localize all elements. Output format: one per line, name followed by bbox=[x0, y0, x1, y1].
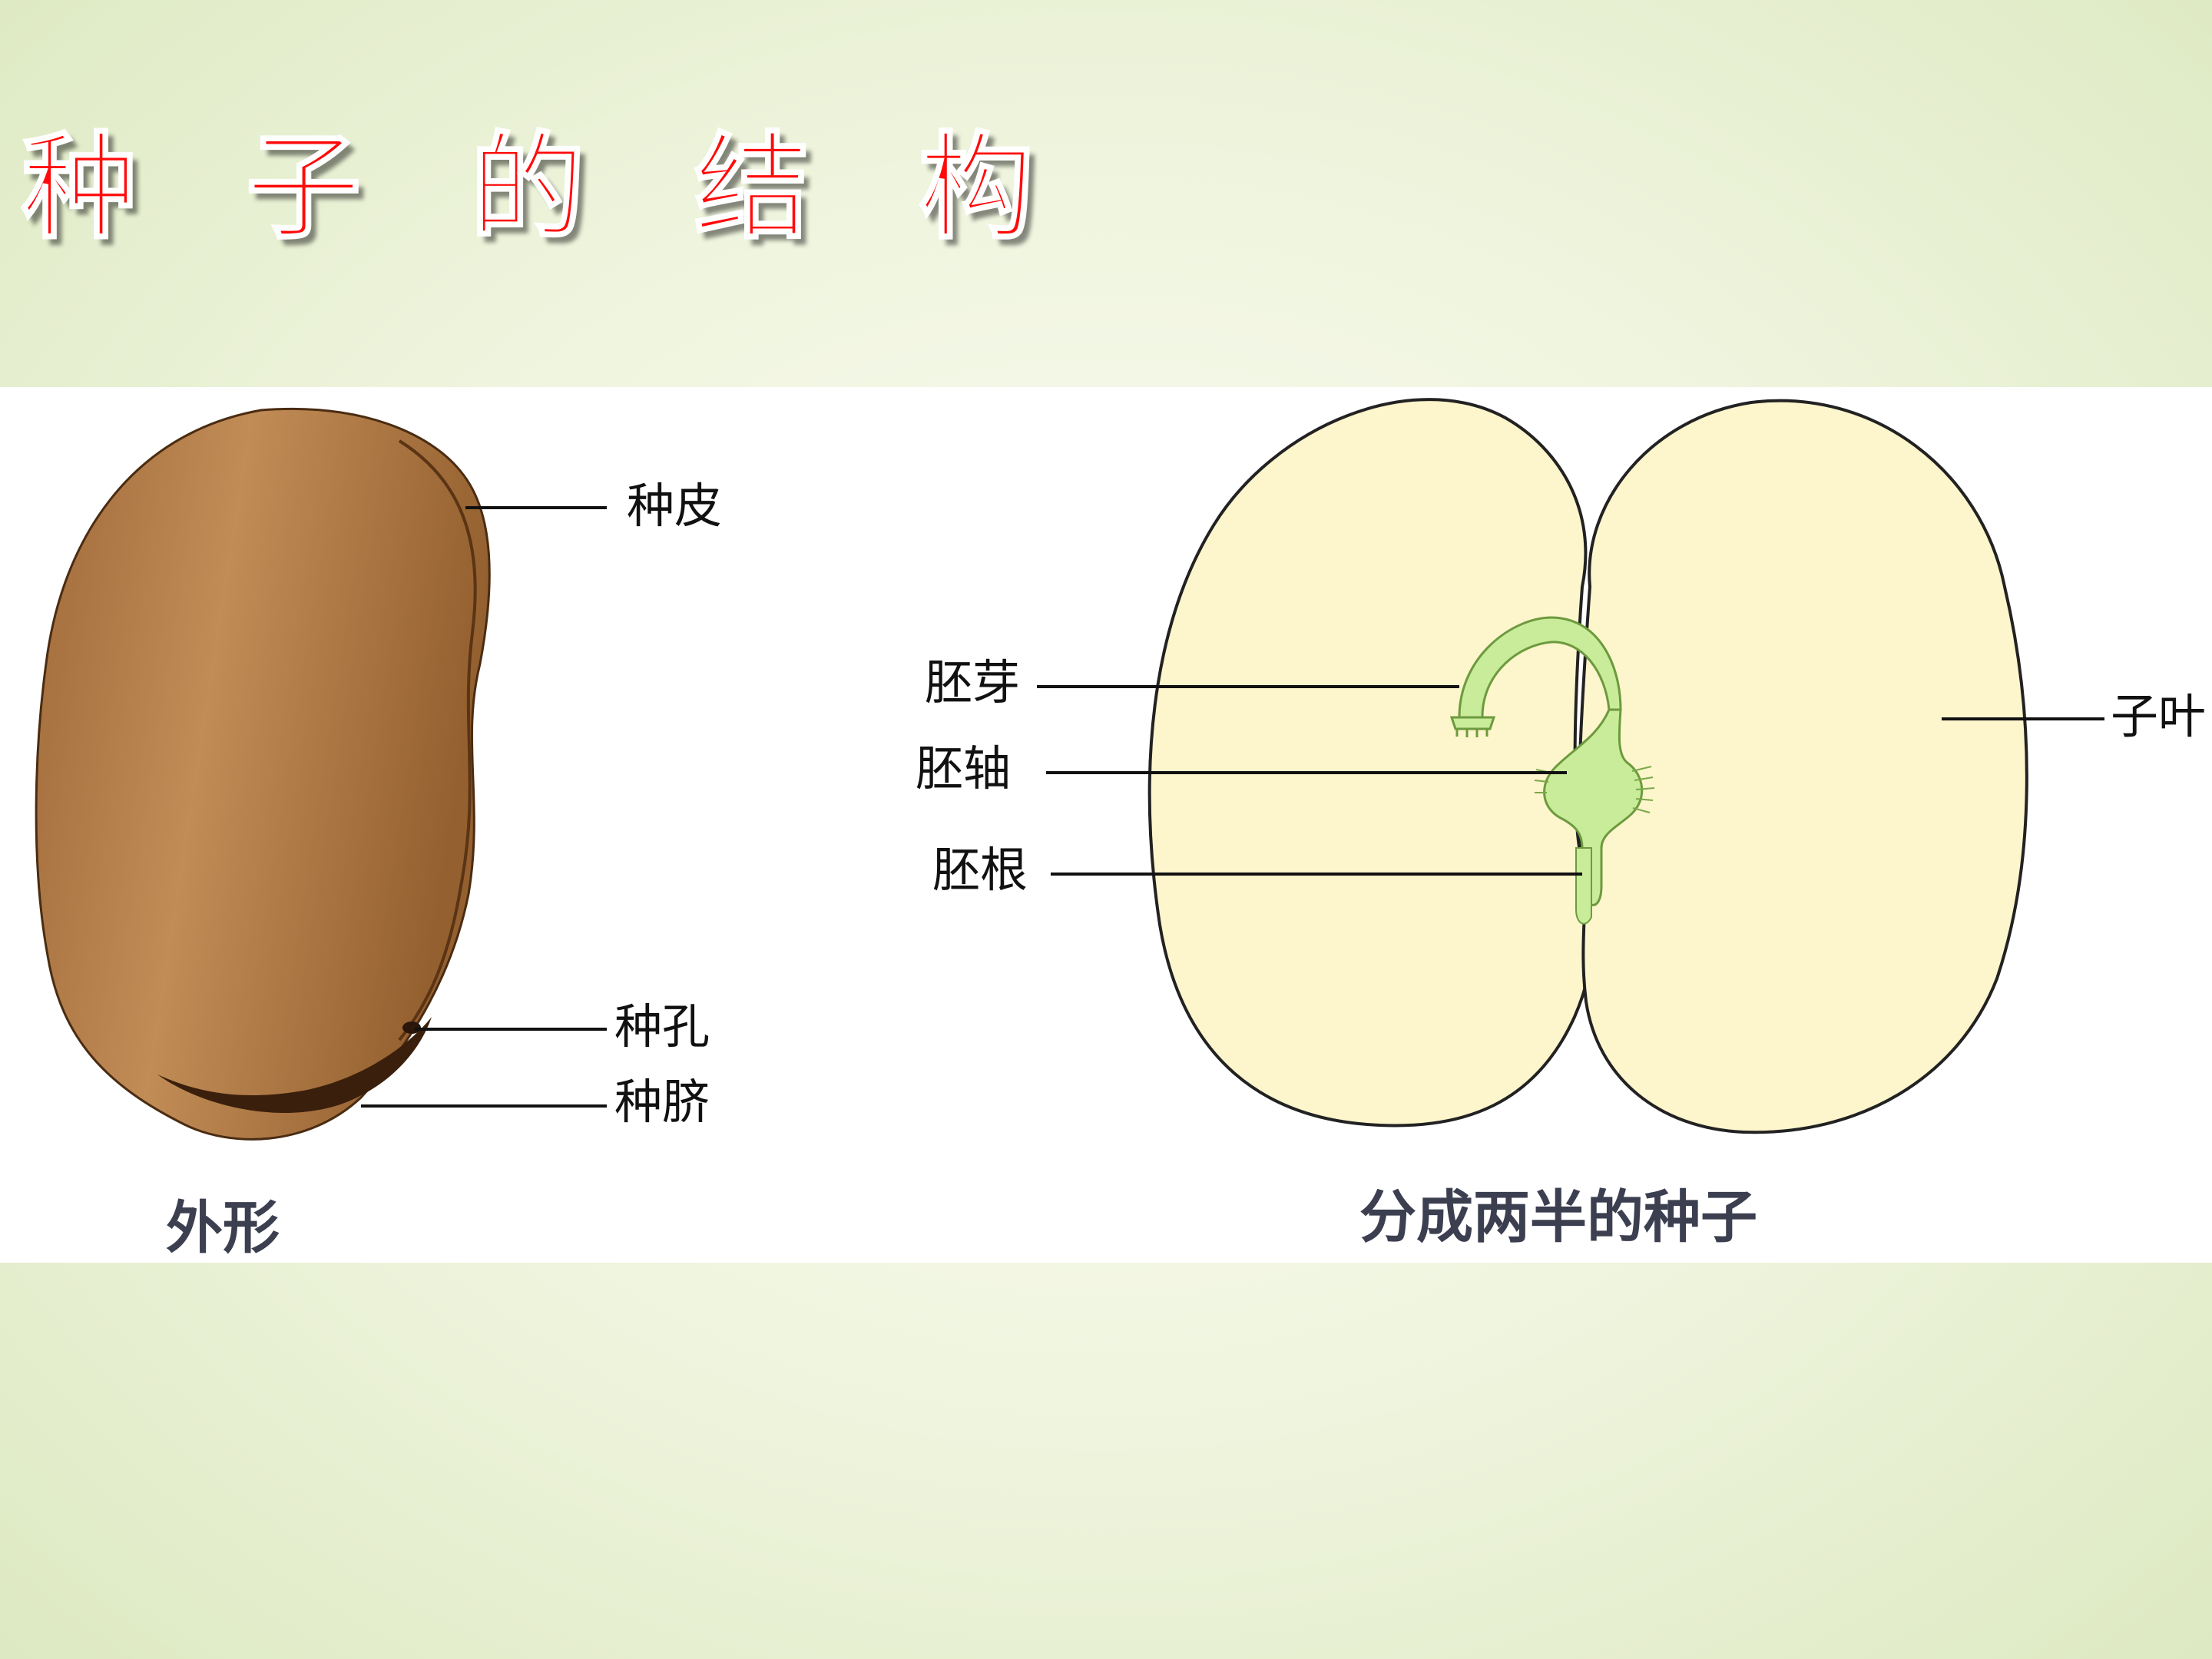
micropyle-label: 种孔 bbox=[614, 998, 710, 1055]
plumule-leaflets bbox=[1449, 716, 1496, 737]
seed-coat-edge bbox=[398, 439, 477, 1041]
cotyledon-label: 子叶 bbox=[2111, 688, 2207, 744]
hypocotyl-label: 胚轴 bbox=[916, 740, 1012, 796]
external-view-caption: 外形 bbox=[166, 1195, 280, 1261]
diagram-panel: 种皮 种孔 种脐 外形 胚芽 胚轴 胚根 子叶 分成两半的种子 bbox=[0, 387, 2212, 1263]
split-view-caption: 分成两半的种子 bbox=[1359, 1184, 1757, 1250]
seed-diagram bbox=[35, 398, 2104, 1141]
radicle-shape bbox=[1575, 847, 1592, 925]
embryo bbox=[1449, 616, 1655, 925]
hilum-mark bbox=[157, 1017, 432, 1114]
bean-body bbox=[35, 407, 491, 1141]
cotyledon-left bbox=[1147, 398, 1594, 1128]
bean-exterior bbox=[35, 407, 491, 1141]
slide-title: 种子的结构 bbox=[20, 121, 1144, 255]
split-seed bbox=[1147, 398, 2028, 1134]
plumule-label: 胚芽 bbox=[925, 654, 1021, 710]
hypocotyl-shape bbox=[1543, 708, 1644, 906]
cotyledon-right bbox=[1577, 399, 2028, 1134]
hilum-label: 种脐 bbox=[614, 1074, 710, 1130]
seed-coat-label: 种皮 bbox=[627, 478, 723, 534]
radicle-label: 胚根 bbox=[932, 842, 1028, 898]
